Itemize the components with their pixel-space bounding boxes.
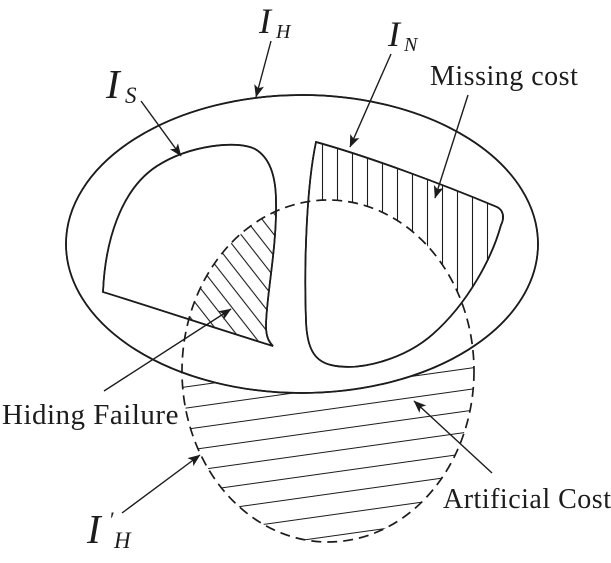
label-is-main: I [105, 61, 122, 107]
label-hiding-failure: Hiding Failure [2, 399, 179, 431]
label-ih: I H [258, 1, 292, 43]
in-arrow [349, 53, 392, 148]
label-ih-sub: H [275, 21, 292, 43]
label-in-sub: N [403, 34, 419, 56]
ih-arrow [254, 40, 272, 98]
label-is: I S [105, 61, 137, 108]
label-ih-prime-sub: H [113, 528, 132, 553]
label-artificial-cost: Artificial Cost [443, 484, 611, 515]
label-is-sub: S [125, 83, 137, 108]
is-arrow [140, 100, 182, 157]
label-ih-prime-main: I [86, 506, 103, 552]
missing-cost-arrow [433, 94, 469, 199]
label-in: I N [387, 14, 419, 56]
label-missing-cost: Missing cost [430, 61, 578, 92]
artificial-cost-arrow [413, 400, 493, 474]
dashed-ellipse-ih-prime [181, 199, 475, 543]
label-ih-prime-mark: ′ [110, 507, 115, 532]
hiding-failure-arrow [103, 308, 232, 392]
outer-ellipse-ih-stroke [65, 94, 539, 394]
ih-prime-arrow [121, 454, 201, 514]
label-in-main: I [387, 14, 402, 54]
label-ih-main: I [258, 1, 273, 41]
label-ih-prime: I ′ H [86, 506, 132, 553]
